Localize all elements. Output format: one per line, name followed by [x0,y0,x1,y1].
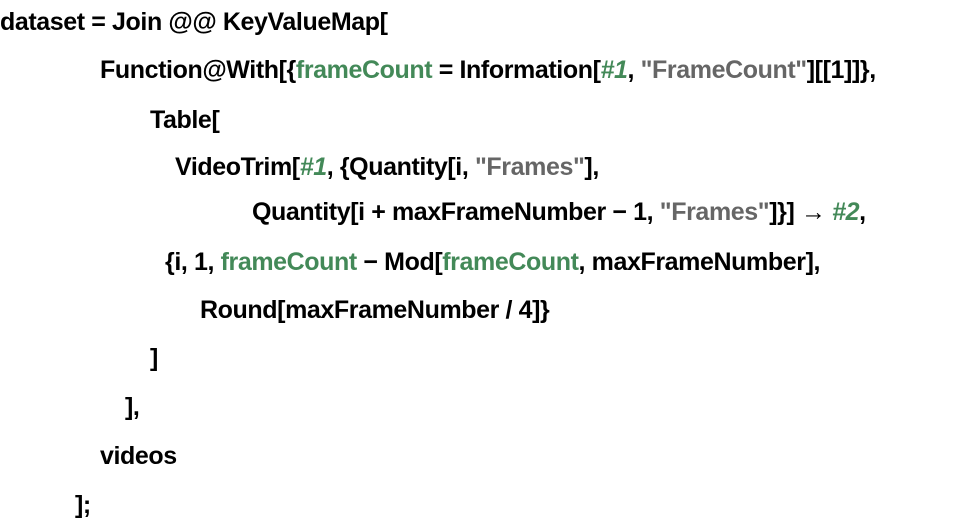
code-token: , {Quantity[i, [326,153,475,181]
code-token: − Mod[ [356,248,443,276]
local-variable-token: frameCount [442,248,579,276]
code-line: ]; [75,490,91,520]
string-token: "FrameCount" [640,56,808,84]
code-line: dataset = Join @@ KeyValueMap[ [0,7,388,37]
local-variable-token: frameCount [220,248,358,276]
code-token: ], [584,153,599,181]
slot-token: #1 [299,153,327,181]
code-token: , [859,198,866,226]
code-token: Quantity[i + maxFrameNumber − 1, [252,198,660,226]
code-token: = Information[ [432,56,601,84]
code-line: ] [150,343,158,373]
code-line: ], [125,392,140,422]
code-token: ]; [75,491,91,519]
code-token: , [627,56,641,84]
slot-token: #2 [832,198,860,226]
code-token: Function@With[{ [100,56,296,84]
string-token: "Frames" [659,198,770,226]
code-line: Function@With[{frameCount = Information[… [100,55,876,85]
code-line: videos [100,441,177,471]
code-line: VideoTrim[#1, {Quantity[i, "Frames"], [175,152,599,182]
string-token: "Frames" [474,153,585,181]
code-token: dataset = Join @@ KeyValueMap[ [0,8,388,36]
code-token: VideoTrim[ [175,153,300,181]
code-token: {i, 1, [165,248,221,276]
code-token: ]}] → [769,198,833,226]
code-line: Table[ [150,105,220,135]
code-line: {i, 1, frameCount − Mod[frameCount, maxF… [165,247,820,277]
code-token: ], [125,393,140,421]
code-token: Round[maxFrameNumber / 4]} [200,296,550,324]
code-token: ][[1]]}, [806,56,876,84]
code-token: ] [150,344,158,372]
code-token: , maxFrameNumber], [578,248,821,276]
slot-token: #1 [600,56,628,84]
local-variable-token: frameCount [295,56,433,84]
code-line: Quantity[i + maxFrameNumber − 1, "Frames… [252,197,866,227]
code-line: Round[maxFrameNumber / 4]} [200,295,550,325]
code-token: Table[ [150,106,220,134]
code-token: videos [100,442,177,470]
